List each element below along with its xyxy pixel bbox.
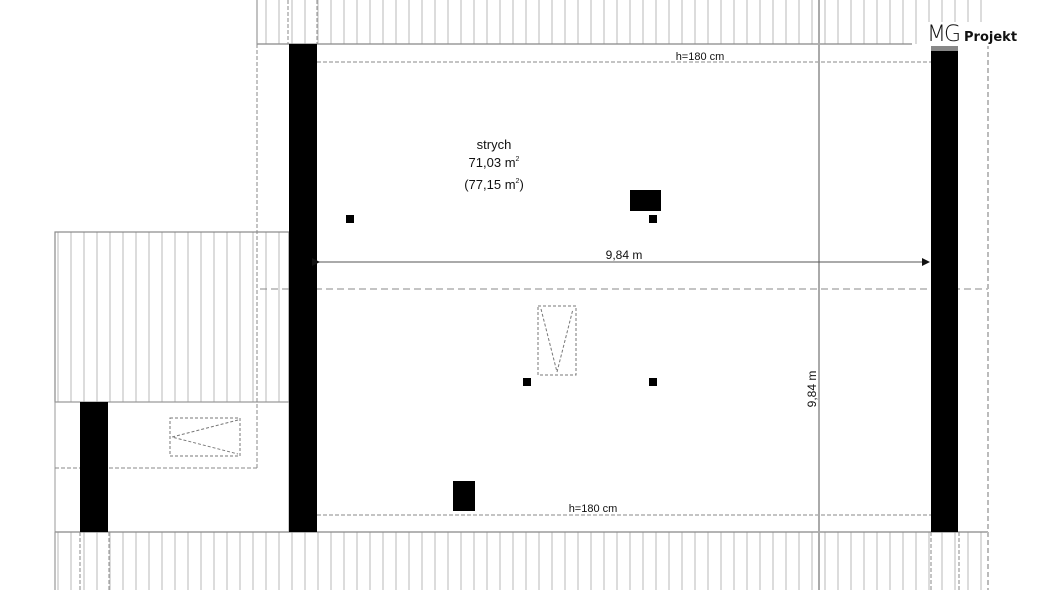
roof-bottom bbox=[54, 531, 988, 590]
column bbox=[346, 215, 354, 223]
logo-brand: MG bbox=[927, 22, 961, 47]
roof-annex bbox=[54, 231, 290, 533]
room-gross-area: (77,15 m2) bbox=[464, 177, 524, 192]
roof-top bbox=[256, 0, 988, 45]
depth-dimension-label: 9,84 m bbox=[805, 371, 819, 408]
wall-annex bbox=[80, 402, 108, 532]
column bbox=[523, 378, 531, 386]
height-label-bottom: h=180 cm bbox=[569, 503, 618, 515]
width-dimension-label: 9,84 m bbox=[606, 248, 643, 262]
room-area: 71,03 m2 bbox=[469, 155, 520, 170]
wall-right-cap bbox=[931, 44, 958, 51]
roof-window-center bbox=[537, 305, 577, 376]
roof-window-annex bbox=[169, 417, 241, 457]
column bbox=[649, 378, 657, 386]
mg-projekt-logo: MG Projekt bbox=[924, 22, 1021, 47]
room-name: strych bbox=[477, 137, 512, 152]
chimney bbox=[453, 481, 475, 511]
column bbox=[649, 215, 657, 223]
wall-left bbox=[289, 44, 317, 532]
wall-right bbox=[931, 51, 958, 532]
logo-name: Projekt bbox=[964, 30, 1018, 45]
chimney bbox=[630, 190, 661, 211]
height-label-top: h=180 cm bbox=[676, 51, 725, 63]
